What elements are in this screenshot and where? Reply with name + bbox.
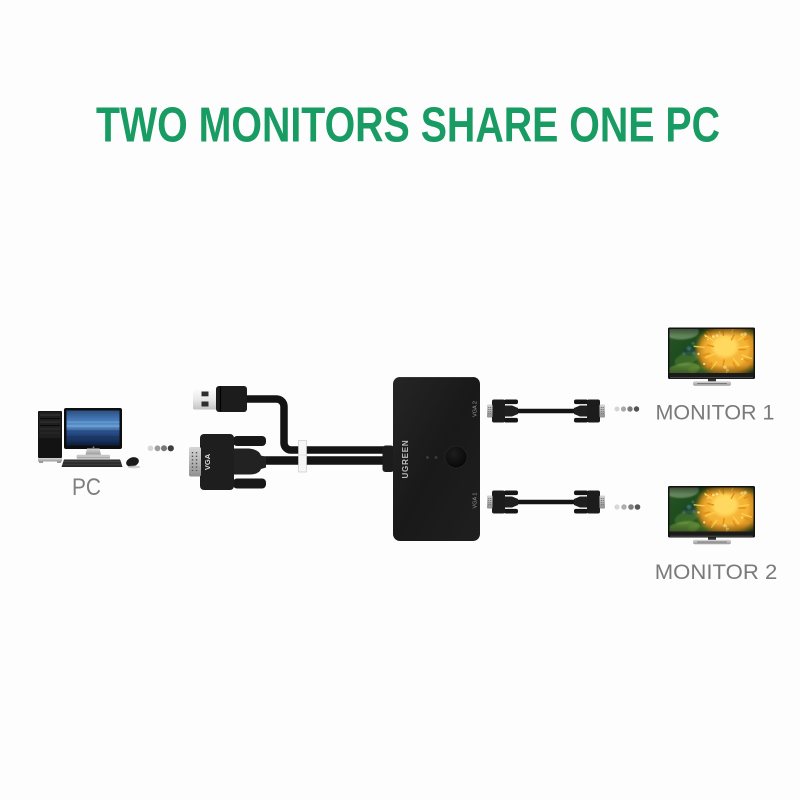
svg-text:VGA 2: VGA 2 <box>473 401 479 417</box>
svg-text:UGREEN: UGREEN <box>401 439 410 478</box>
svg-text:VGA 1: VGA 1 <box>473 493 479 509</box>
svg-text:MONITOR 2: MONITOR 2 <box>655 561 778 584</box>
svg-text:PC: PC <box>72 474 101 501</box>
svg-text:TWO MONITORS SHARE ONE PC: TWO MONITORS SHARE ONE PC <box>96 98 720 153</box>
svg-text:MONITOR 1: MONITOR 1 <box>656 401 775 424</box>
svg-text:VGA: VGA <box>203 453 212 470</box>
